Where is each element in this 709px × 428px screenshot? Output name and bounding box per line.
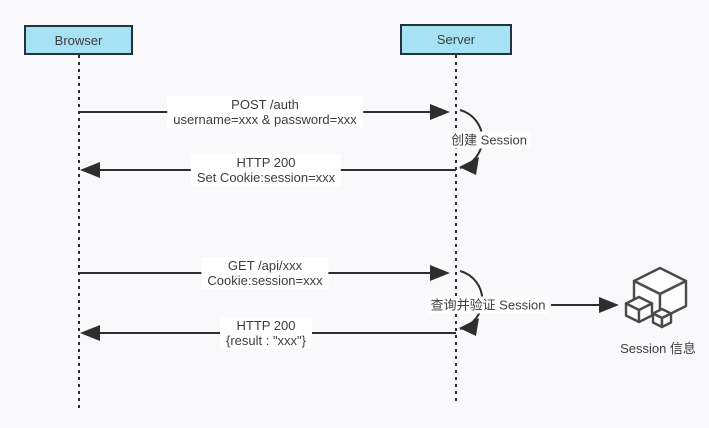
message-line2: {result : "xxx"} [225,333,307,348]
annotation-create-session: 创建 Session [448,131,530,149]
message-line2: Set Cookie:session=xxx [196,170,336,185]
actor-server-label: Server [436,32,476,47]
arrow-post-auth-head-icon [430,104,450,120]
message-label-http200-setcookie: HTTP 200 Set Cookie:session=xxx [190,154,342,186]
message-line1: HTTP 200 [236,155,296,170]
message-line2: Cookie:session=xxx [207,273,323,288]
message-label-get-api: GET /api/xxx Cookie:session=xxx [201,257,329,289]
arrow-http200-setcookie-head-icon [80,162,100,178]
message-line1: HTTP 200 [236,318,296,333]
arrow-get-api-head-icon [430,265,450,281]
arrow-http200-result-head-icon [80,325,100,341]
arrow-to-session-store-head-icon [599,297,619,313]
message-line2: username=xxx & password=xxx [173,112,357,127]
actor-server: Server [400,24,512,55]
message-line1: GET /api/xxx [227,258,303,273]
actor-browser: Browser [24,25,133,55]
self-loop-create-session-head-icon [459,157,479,175]
message-label-post-auth: POST /auth username=xxx & password=xxx [167,96,363,128]
annotation-verify-session: 查询并验证 Session [427,296,549,314]
message-label-http200-result: HTTP 200 {result : "xxx"} [219,317,313,349]
message-line1: POST /auth [231,97,299,112]
actor-browser-label: Browser [54,32,103,48]
self-loop-verify-session-head-icon [459,318,479,336]
session-store-label: Session 信息 [620,341,696,356]
cubes-icon [624,266,688,329]
